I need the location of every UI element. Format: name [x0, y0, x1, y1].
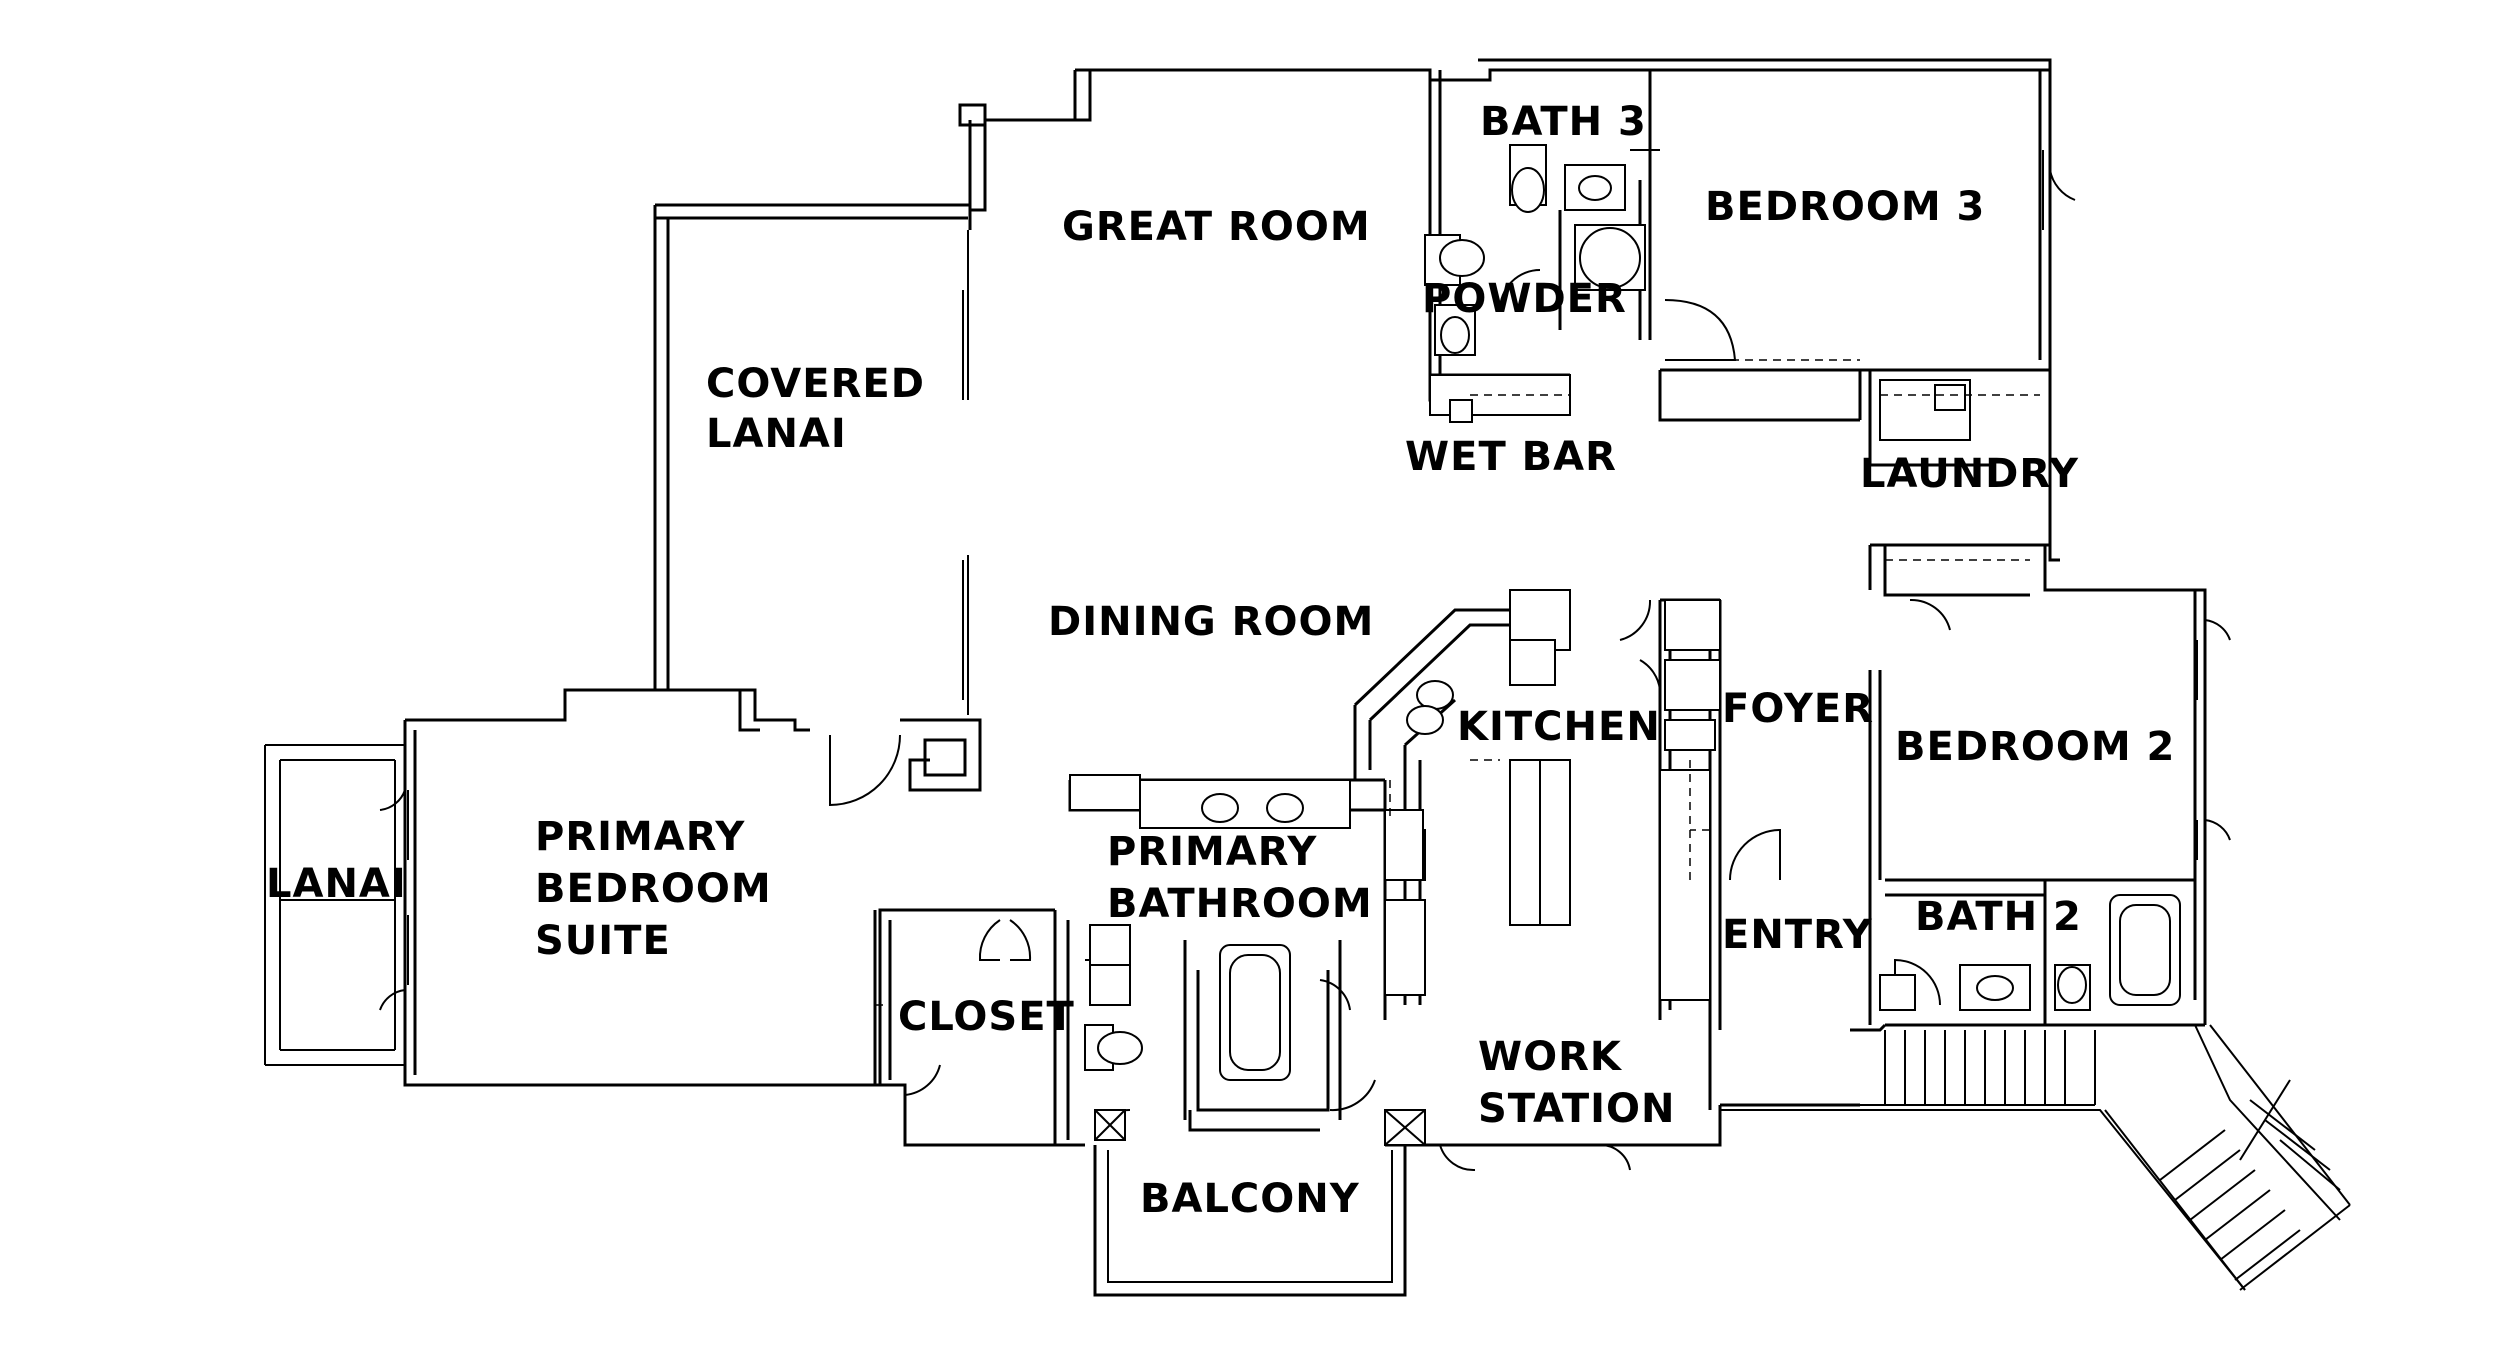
label-laundry: LAUNDRY — [1860, 451, 2079, 497]
doors — [379, 149, 2231, 1172]
label-work-station-line1: WORK — [1478, 1034, 1623, 1080]
label-primary-suite-line1: PRIMARY — [535, 814, 745, 860]
label-work-station-line2: STATION — [1478, 1086, 1676, 1132]
label-lanai: LANAI — [266, 861, 407, 907]
label-balcony: BALCONY — [1140, 1176, 1360, 1222]
label-primary-bath-line2: BATHROOM — [1107, 881, 1373, 927]
room-labels: BATH 3 GREAT ROOM BEDROOM 3 POWDER COVER… — [266, 99, 2175, 1222]
fixtures — [1069, 144, 2181, 1146]
label-dining-room: DINING ROOM — [1048, 599, 1374, 645]
label-great-room: GREAT ROOM — [1062, 204, 1371, 250]
label-bath-3: BATH 3 — [1480, 99, 1647, 145]
window-lines — [407, 150, 2198, 985]
label-entry: ENTRY — [1722, 912, 1873, 958]
label-primary-bath-line1: PRIMARY — [1107, 829, 1317, 875]
label-bath-2: BATH 2 — [1915, 894, 2082, 940]
dashed-lines — [875, 359, 2040, 1006]
label-wet-bar: WET BAR — [1405, 434, 1617, 480]
label-covered-lanai-line1: COVERED — [706, 361, 925, 407]
label-powder: POWDER — [1422, 276, 1627, 322]
label-bedroom-3: BEDROOM 3 — [1705, 184, 1985, 230]
label-closet: CLOSET — [898, 994, 1075, 1040]
label-primary-suite-line3: SUITE — [535, 918, 671, 964]
label-kitchen: KITCHEN — [1457, 704, 1661, 750]
front-stairs — [1720, 1024, 2351, 1291]
label-covered-lanai-line2: LANAI — [706, 411, 847, 457]
label-foyer: FOYER — [1722, 686, 1874, 732]
label-bedroom-2: BEDROOM 2 — [1895, 724, 2175, 770]
label-primary-suite-line2: BEDROOM — [535, 866, 772, 912]
